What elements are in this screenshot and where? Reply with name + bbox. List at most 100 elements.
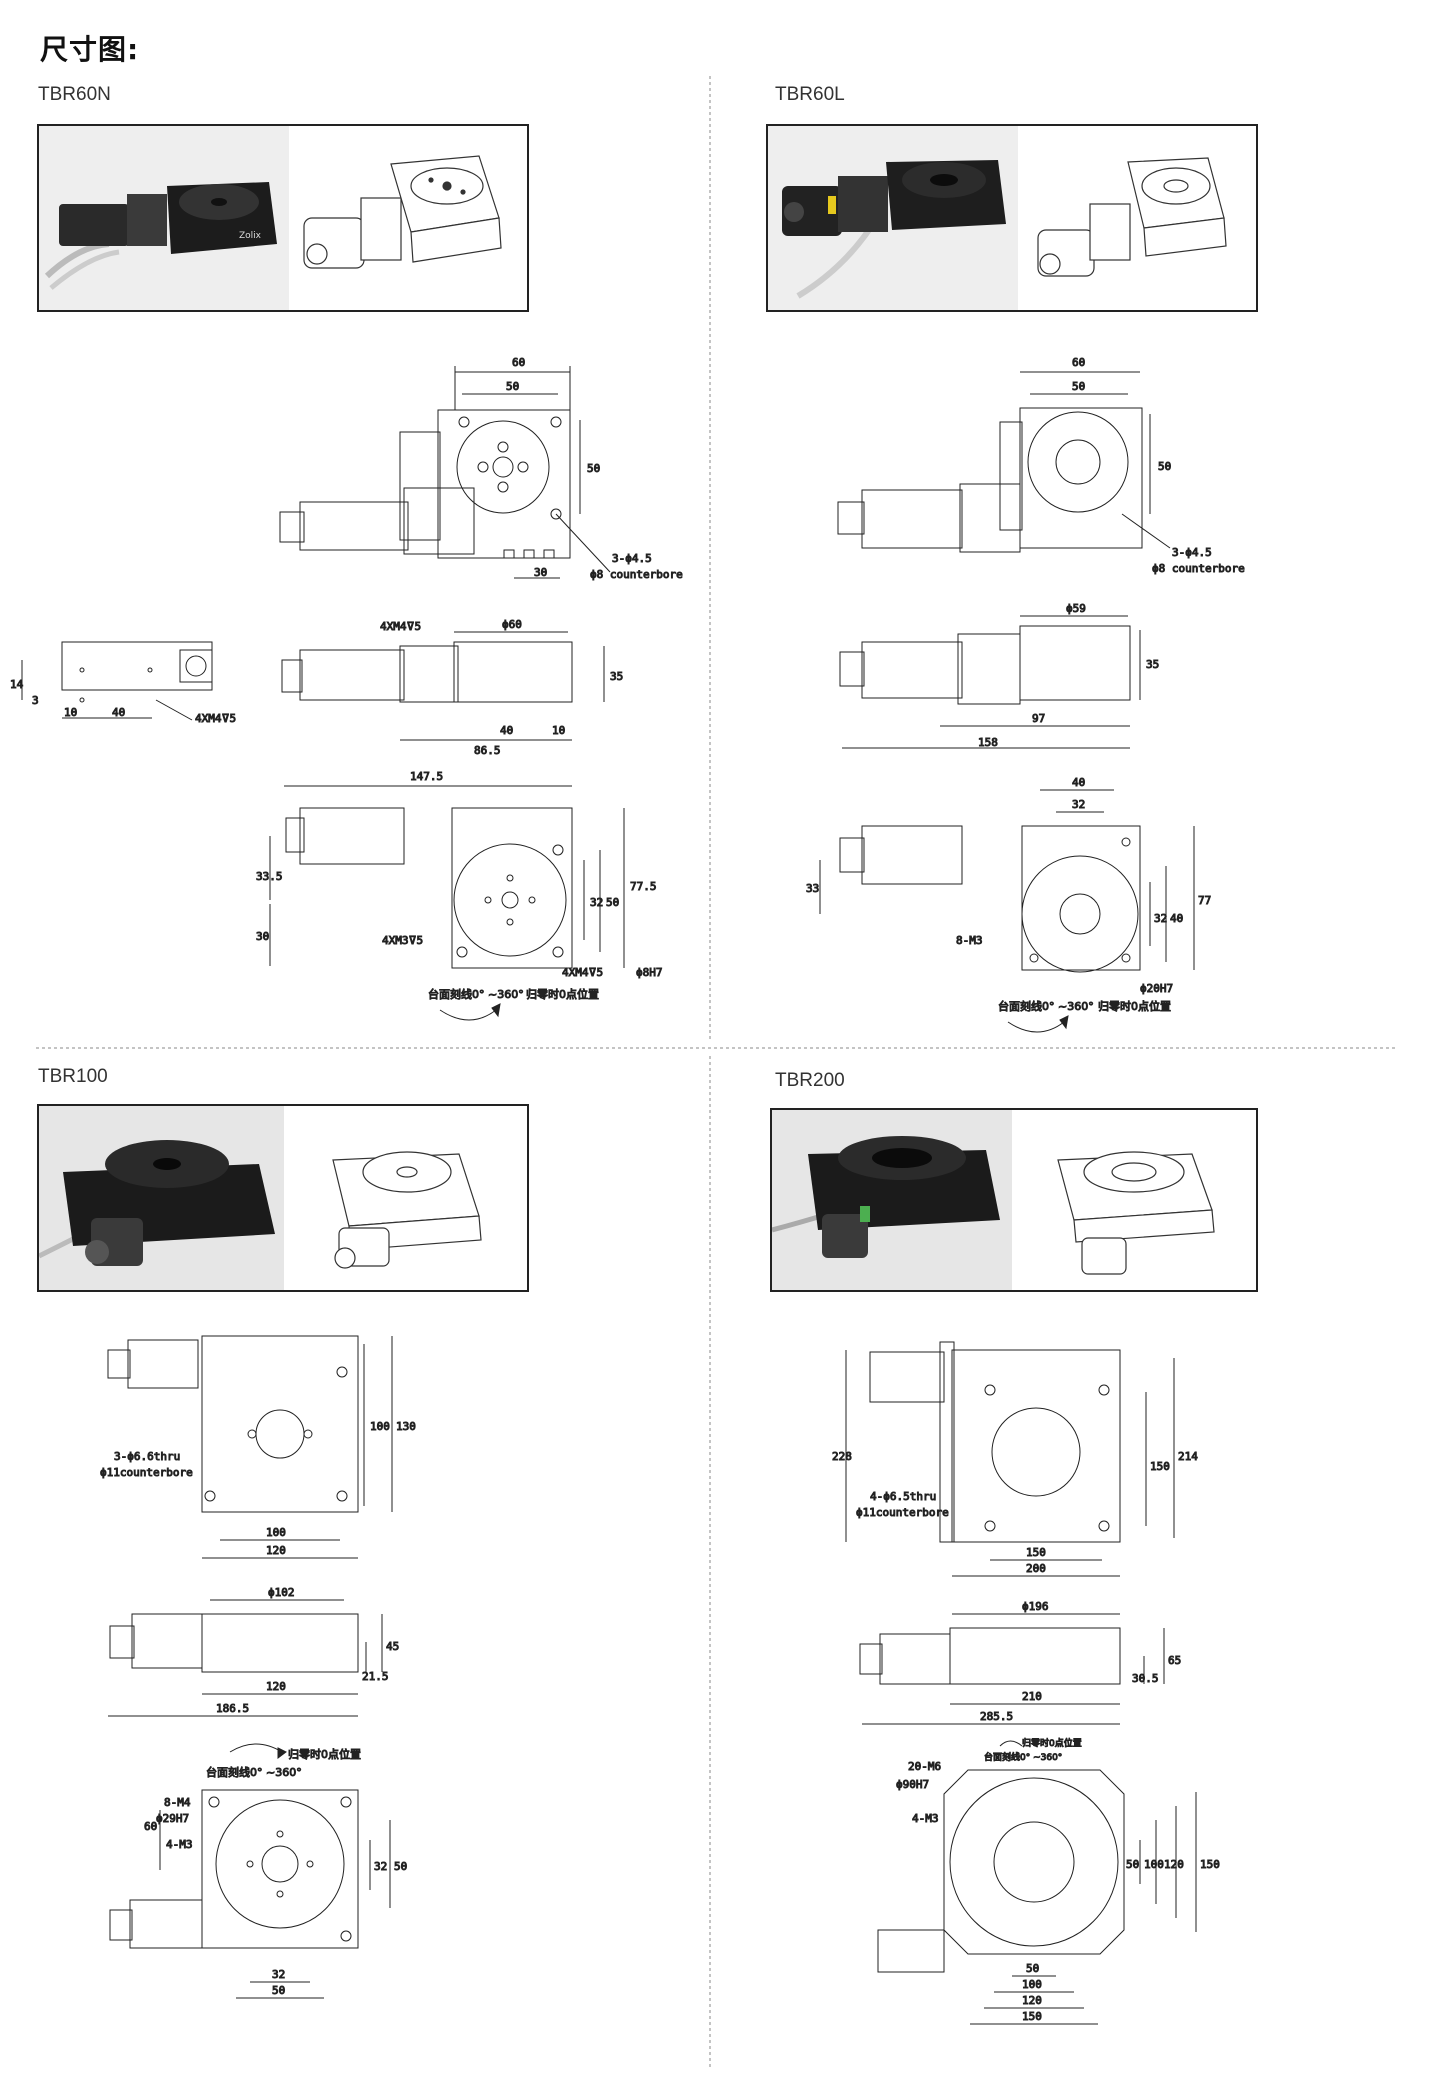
tbr100-top-dim-130: 130 <box>396 1420 416 1433</box>
tbr60l-side-view: ϕ59 35 97 158 <box>839 602 1160 750</box>
drawing-tbr60l: 60 50 50 3-ϕ4.5 ϕ8 counterbore ϕ59 35 97… <box>806 356 1245 1033</box>
tbr60n-top-view: 60 50 50 30 3-ϕ4.5 ϕ8 counterbore <box>279 356 683 582</box>
tbr100-scale-label: 台面刻线0° ~360° <box>206 1765 302 1779</box>
tbr200-bottom-view: 台面刻线0° ~360° 归零时0点位置 20-M6 ϕ90H7 4-M3 50… <box>877 1737 1220 2025</box>
photo-panel-tbr100 <box>37 1104 529 1292</box>
tbr100-side-view: ϕ102 45 21.5 120 186.5 <box>108 1586 400 1717</box>
model-title-tbr60l: TBR60L <box>775 84 845 105</box>
tbr60l-bottom-dim-m3: 8-M3 <box>956 934 983 947</box>
tbr100-top-view: 100 130 3-ϕ6.6thru ϕ11counterbore 100 12… <box>100 1335 416 1559</box>
tbr200-top-dim-thru: 4-ϕ6.5thru <box>870 1490 936 1503</box>
tbr100-zero-label: 归零时0点位置 <box>288 1747 361 1761</box>
tbr60n-bottom-dim-77-5: 77.5 <box>630 880 657 893</box>
tbr200-top-dim-150: 150 <box>1026 1546 1046 1559</box>
drawing-tbr60n: 60 50 50 30 3-ϕ4.5 ϕ8 counterbore 14 3 1… <box>10 356 683 1021</box>
tbr60n-top-dim-5: 3-ϕ4.5 <box>612 552 652 565</box>
tbr60l-top-dim-2: 50 <box>1072 380 1085 393</box>
tbr60n-bottom-dim-phi8h7: ϕ8H7 <box>636 966 663 979</box>
tbr60n-top-dim-1: 60 <box>512 356 525 369</box>
tbr100-top-dim-cbore: ϕ11counterbore <box>100 1466 193 1479</box>
tbr100-bottom-dim-32v: 32 <box>374 1860 387 1873</box>
tbr60n-bottom-dim-32: 32 <box>590 896 603 909</box>
model-title-tbr200: TBR200 <box>775 1070 845 1091</box>
tbr60l-top-dim-1: 60 <box>1072 356 1085 369</box>
model-title-tbr60n: TBR60N <box>38 84 111 105</box>
photo-brand-tbr60n: Zolix <box>239 231 262 241</box>
tbr60n-side-dim-14: 14 <box>10 678 24 691</box>
tbr200-bottom-dim-150v: 150 <box>1200 1858 1220 1871</box>
tbr100-bottom-dim-50v: 50 <box>394 1860 407 1873</box>
tbr60n-side-dim-m4: 4XM4⊽5 <box>195 712 236 725</box>
tbr200-side-dim-30-5: 30.5 <box>1132 1672 1159 1685</box>
tbr60l-bottom-view: 40 32 33 8-M3 32 40 77 ϕ20H7 台面刻线0° ~360… <box>806 776 1212 1033</box>
tbr60n-side-dim-40: 40 <box>112 706 125 719</box>
tbr200-side-dim-285-5: 285.5 <box>980 1710 1013 1723</box>
tbr100-side-dim-120: 120 <box>266 1680 286 1693</box>
tbr100-bottom-dim-50: 50 <box>272 1984 285 1997</box>
tbr60n-zero-label: 归零时0点位置 <box>526 987 599 1001</box>
tbr200-bottom-dim-120v: 120 <box>1164 1858 1184 1871</box>
tbr200-bottom-dim-phi90h7: ϕ90H7 <box>896 1778 929 1791</box>
photo-tbr200-line-drawing <box>1057 1151 1215 1275</box>
tbr200-zero-label: 归零时0点位置 <box>1022 1737 1082 1749</box>
photo-panel-tbr60l <box>766 124 1258 312</box>
tbr200-bottom-dim-50: 50 <box>1026 1962 1039 1975</box>
tbr60l-bottom-dim-32v: 32 <box>1154 912 1167 925</box>
tbr60n-side-dim-3: 3 <box>32 694 39 707</box>
tbr200-side-dim-65: 65 <box>1168 1654 1181 1667</box>
tbr200-bottom-dim-m3: 4-M3 <box>912 1812 939 1825</box>
tbr60n-side-dim-40b: 40 <box>500 724 513 737</box>
tbr60l-bottom-dim-40v: 40 <box>1170 912 1183 925</box>
tbr60n-bottom-dim-33-5: 33.5 <box>256 870 283 883</box>
tbr60n-bottom-view: 33.5 30 32 50 77.5 4XM3⊽5 4XM4⊽5 ϕ8H7 台面… <box>256 807 663 1021</box>
tbr60l-side-dim-35: 35 <box>1146 658 1159 671</box>
tbr60l-bottom-dim-40: 40 <box>1072 776 1085 789</box>
photo-panel-tbr60n: Zolix <box>37 124 529 312</box>
tbr60n-scale-label: 台面刻线0° ~360° <box>428 987 524 1001</box>
tbr60n-top-dim-6: ϕ8 counterbore <box>590 568 683 581</box>
drawing-tbr100: 100 130 3-ϕ6.6thru ϕ11counterbore 100 12… <box>100 1335 416 1999</box>
tbr100-side-dim-phi102: ϕ102 <box>268 1586 295 1599</box>
tbr100-top-dim-120: 120 <box>266 1544 286 1557</box>
tbr60l-bottom-dim-32: 32 <box>1072 798 1085 811</box>
tbr60n-bottom-dim-m3: 4XM3⊽5 <box>382 934 423 947</box>
tbr60n-side-dim-10: 10 <box>64 706 77 719</box>
tbr60n-bottom-dim-30: 30 <box>256 930 269 943</box>
tbr60n-top-dim-4: 30 <box>534 566 547 579</box>
tbr200-top-dim-150v: 150 <box>1150 1460 1170 1473</box>
photo-tbr60l-line-drawing <box>1037 157 1227 277</box>
tbr60l-side-dim-phi59: ϕ59 <box>1066 602 1086 615</box>
tbr100-bottom-dim-m4: 8-M4 <box>164 1796 191 1809</box>
tbr60n-side-dim-86-5: 86.5 <box>474 744 501 757</box>
tbr60n-bottom-dim-m4: 4XM4⊽5 <box>562 966 603 979</box>
tbr100-side-dim-45: 45 <box>386 1640 399 1653</box>
tbr200-side-view: ϕ196 65 30.5 210 285.5 <box>859 1600 1182 1725</box>
tbr200-side-dim-phi196: ϕ196 <box>1022 1600 1049 1613</box>
tbr60l-bottom-dim-phi20h7: ϕ20H7 <box>1140 982 1173 995</box>
tbr60l-bottom-dim-77: 77 <box>1198 894 1211 907</box>
tbr60l-top-dim-4: 3-ϕ4.5 <box>1172 546 1212 559</box>
tbr100-side-dim-21-5: 21.5 <box>362 1670 389 1683</box>
tbr60l-side-dim-158: 158 <box>978 736 998 749</box>
tbr60l-top-dim-3: 50 <box>1158 460 1171 473</box>
tbr200-bottom-dim-m6: 20-M6 <box>908 1760 941 1773</box>
model-title-tbr100: TBR100 <box>38 1066 108 1087</box>
tbr60n-top-dim-2: 50 <box>506 380 519 393</box>
tbr200-top-dim-228: 228 <box>832 1450 852 1463</box>
tbr100-bottom-view: 归零时0点位置 台面刻线0° ~360° 8-M4 ϕ29H7 4-M3 60 … <box>109 1743 408 1999</box>
tbr60n-side-view-left: 14 3 10 40 4XM4⊽5 <box>10 641 237 726</box>
page-heading: 尺寸图: <box>40 33 140 66</box>
tbr100-top-dim-100v: 100 <box>370 1420 390 1433</box>
tbr100-bottom-dim-phi29h7: ϕ29H7 <box>156 1812 189 1825</box>
tbr60l-zero-label: 归零时0点位置 <box>1098 999 1171 1013</box>
tbr60n-side-view-front: 4XM4⊽5 ϕ60 35 40 10 86.5 147.5 <box>281 618 624 787</box>
photo-tbr60l-real <box>782 160 1006 299</box>
tbr60n-side-dim-phi60: ϕ60 <box>502 618 522 631</box>
tbr200-top-dim-200: 200 <box>1026 1562 1046 1575</box>
tbr200-side-dim-210: 210 <box>1022 1690 1042 1703</box>
tbr200-bottom-dim-100v: 100 <box>1144 1858 1164 1871</box>
tbr100-side-dim-186-5: 186.5 <box>216 1702 249 1715</box>
tbr200-bottom-dim-50v: 50 <box>1126 1858 1139 1871</box>
photo-tbr200-real <box>772 1136 1000 1258</box>
